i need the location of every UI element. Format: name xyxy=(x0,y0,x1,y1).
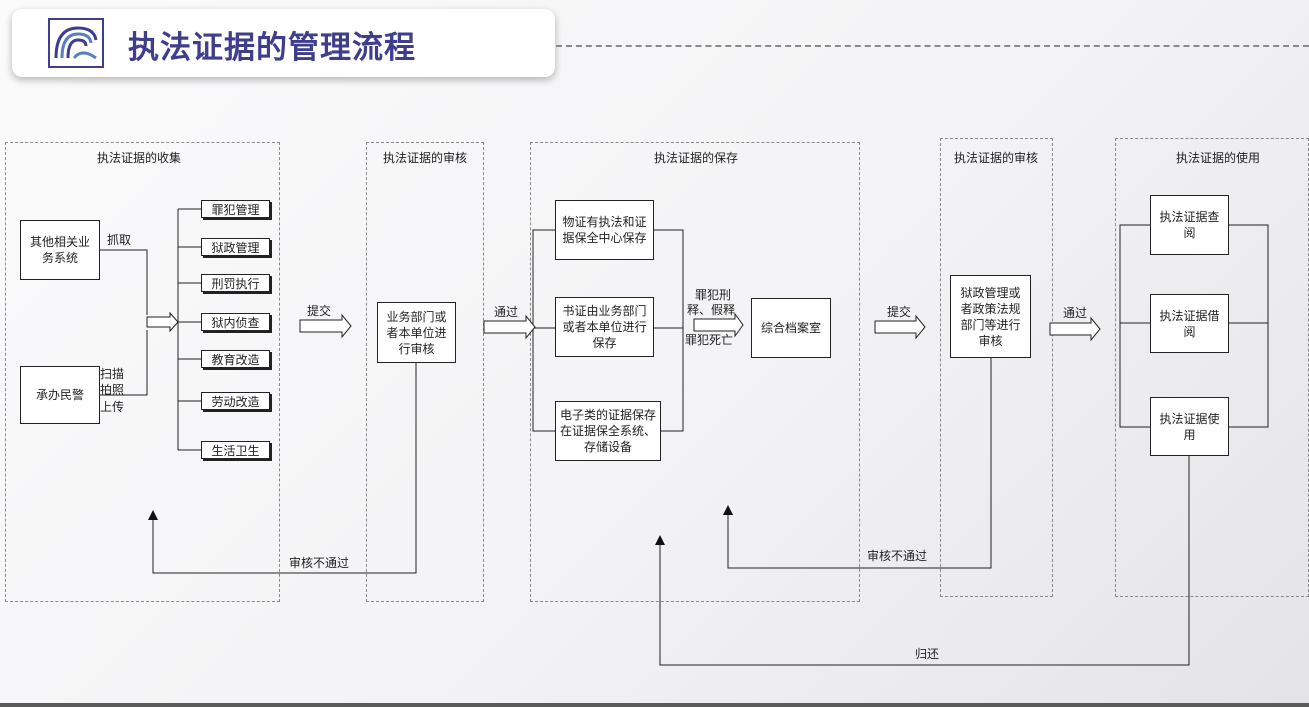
edge-label-reject: 审核不通过 xyxy=(289,556,350,570)
edge-label-scan: 上传 xyxy=(100,400,125,414)
bottom-bar xyxy=(0,703,1309,707)
node-archive: 综合档案室 xyxy=(751,298,831,358)
lane-title-store: 执法证据的保存 xyxy=(653,151,739,165)
edge-label-scan: 扫描 xyxy=(100,367,125,381)
edge-label-pass: 通过 xyxy=(1063,306,1088,320)
wave-logo-icon xyxy=(48,18,104,68)
node-category: 罪犯管理 xyxy=(201,200,270,218)
edge-label-release: 释、假释 xyxy=(687,303,736,317)
lane-title-review1: 执法证据的审核 xyxy=(382,151,468,165)
edge-label-scan: 拍照 xyxy=(100,383,125,397)
edge-label-fetch: 抓取 xyxy=(107,233,132,247)
node-category: 狱政管理 xyxy=(201,238,270,256)
lane-store xyxy=(530,142,860,602)
node-category: 教育改造 xyxy=(201,350,270,368)
node-store-physical: 物证有执法和证据保全中心保存 xyxy=(555,200,654,260)
node-category: 刑罚执行 xyxy=(201,274,270,292)
page-title: 执法证据的管理流程 xyxy=(128,30,416,66)
node-review2: 狱政管理或者政策法规部门等进行审核 xyxy=(950,275,1031,358)
edge-label-pass: 通过 xyxy=(494,305,519,319)
node-category: 狱内侦查 xyxy=(201,313,270,331)
node-use-borrow: 执法证据借阅 xyxy=(1150,294,1229,353)
node-category: 生活卫生 xyxy=(201,441,270,459)
node-category: 劳动改造 xyxy=(201,392,270,410)
lane-review1 xyxy=(366,142,484,602)
title-divider xyxy=(556,45,1309,47)
node-store-electronic: 电子类的证据保存在证据保全系统、存储设备 xyxy=(555,401,661,461)
node-officer: 承办民警 xyxy=(20,366,100,424)
node-other-systems: 其他相关业务系统 xyxy=(20,220,100,280)
edge-label-return: 归还 xyxy=(915,647,940,661)
node-use-view: 执法证据查阅 xyxy=(1150,195,1229,255)
node-use-apply: 执法证据使用 xyxy=(1150,397,1229,456)
node-store-document: 书证由业务部门或者本单位进行保存 xyxy=(555,297,654,357)
lane-collect xyxy=(5,142,280,602)
edge-label-reject: 审核不通过 xyxy=(867,549,928,563)
lane-review2 xyxy=(940,138,1053,597)
edge-label-release: 罪犯死亡 xyxy=(685,333,734,347)
lane-title-collect: 执法证据的收集 xyxy=(96,151,182,165)
lane-title-use: 执法证据的使用 xyxy=(1175,151,1261,165)
edge-label-release: 罪犯刑 xyxy=(695,288,732,302)
edge-label-submit: 提交 xyxy=(887,305,912,319)
lane-title-review2: 执法证据的审核 xyxy=(953,151,1039,165)
node-review1: 业务部门或者本单位进行审核 xyxy=(377,302,456,363)
edge-label-submit: 提交 xyxy=(307,304,332,318)
